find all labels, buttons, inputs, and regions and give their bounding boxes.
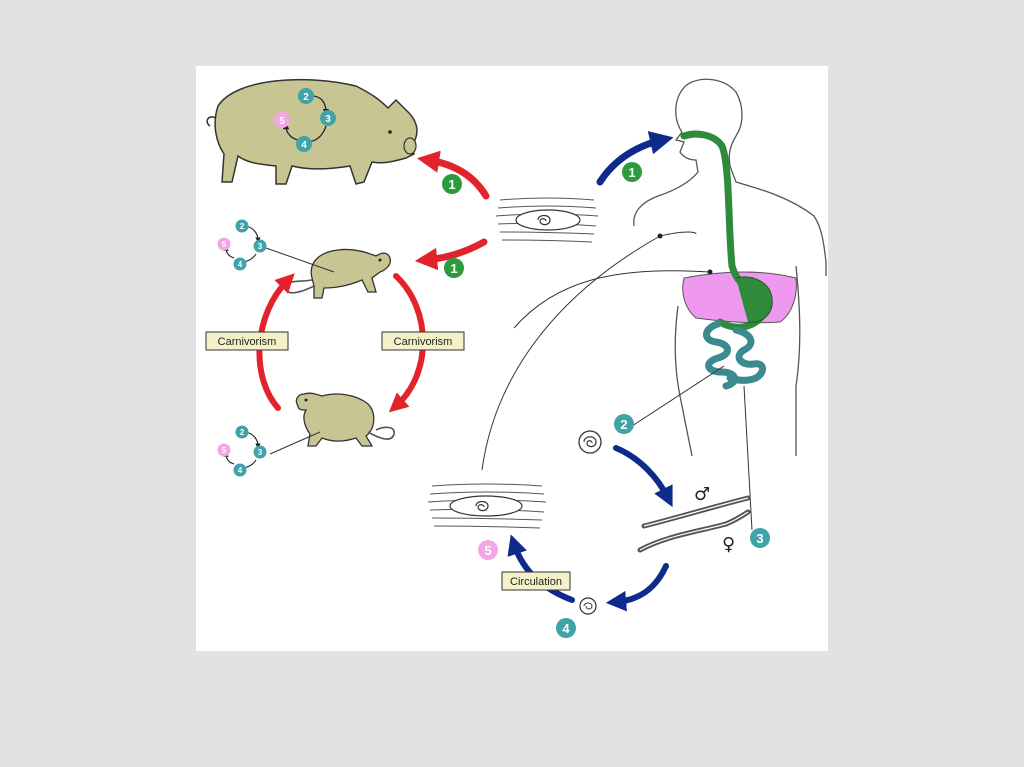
adult-worms-detail <box>639 497 749 551</box>
trichinella-life-cycle-diagram: 2 3 4 5 2 3 4 5 <box>205 78 827 638</box>
stage-badge-1-pig: 1 <box>442 174 462 194</box>
svg-text:2: 2 <box>240 222 245 231</box>
rat-host-top: 2 3 4 5 <box>217 219 392 299</box>
arrow-to-human <box>596 131 674 186</box>
svg-text:4: 4 <box>301 140 307 151</box>
human-torso-right <box>795 265 801 456</box>
human-head-right <box>675 78 827 276</box>
mini-stage-5: 5 <box>274 112 290 128</box>
arrow-3-to-4 <box>605 563 669 612</box>
pig-snout <box>403 137 417 155</box>
svg-text:3: 3 <box>325 114 331 125</box>
small-intestine <box>703 320 766 390</box>
svg-text:2: 2 <box>303 92 309 103</box>
svg-text:3: 3 <box>756 531 763 546</box>
svg-text:1: 1 <box>450 261 457 276</box>
svg-text:Carnivorism: Carnivorism <box>218 336 277 348</box>
rat-top-mini-cycle: 2 3 4 5 <box>217 219 267 271</box>
svg-text:2: 2 <box>620 417 627 432</box>
human-face-left <box>633 131 699 227</box>
encysted-larva-muscle-top <box>495 197 599 243</box>
stage-badge-1-rat: 1 <box>444 258 464 278</box>
arrow-to-rat <box>414 238 488 271</box>
rat-tail-bottom <box>367 426 395 440</box>
svg-text:4: 4 <box>238 260 243 269</box>
pig-host: 2 3 4 5 <box>206 78 418 185</box>
stage-badge-2: 2 <box>614 414 634 434</box>
arrow-2-to-3 <box>613 445 673 508</box>
rat-body-bottom <box>295 392 375 447</box>
newborn-larva-stage-4 <box>579 597 597 615</box>
stage-badge-3: 3 <box>750 528 770 548</box>
svg-text:1: 1 <box>448 177 455 192</box>
svg-text:3: 3 <box>258 448 263 457</box>
rat-host-bottom: 2 3 4 5 <box>217 392 395 477</box>
svg-text:5: 5 <box>484 543 491 558</box>
rat-body-top <box>310 248 392 299</box>
mini-stage-3: 3 <box>320 110 336 126</box>
pointer-lines <box>481 231 753 531</box>
stage-badge-1-human: 1 <box>622 162 642 182</box>
svg-text:Circulation: Circulation <box>510 576 562 588</box>
female-symbol: ♀ <box>722 534 735 555</box>
svg-text:1: 1 <box>628 165 635 180</box>
encysted-larva-muscle-bottom <box>427 483 547 529</box>
larva-stage-2 <box>578 430 602 454</box>
mini-stage-2: 2 <box>298 88 314 104</box>
pig-tail <box>206 116 217 127</box>
carnivorism-label-right: Carnivorism <box>381 331 465 351</box>
svg-text:2: 2 <box>240 428 245 437</box>
pig-body <box>214 78 418 185</box>
circulation-label: Circulation <box>501 571 571 591</box>
male-symbol: ♂ <box>694 484 710 505</box>
svg-text:5: 5 <box>279 116 285 127</box>
pig-eye <box>388 130 392 134</box>
svg-text:4: 4 <box>238 466 243 475</box>
arrow-to-pig <box>416 150 490 200</box>
carnivorism-label-left: Carnivorism <box>205 331 289 351</box>
pig-mini-cycle: 2 3 4 5 <box>274 88 336 152</box>
human-torso-left <box>674 305 693 457</box>
stage-badge-5: 5 <box>478 540 498 560</box>
svg-text:3: 3 <box>258 242 263 251</box>
slide: 2 3 4 5 2 3 4 5 <box>196 66 828 651</box>
svg-text:5: 5 <box>222 446 227 455</box>
stage-badge-4: 4 <box>556 618 576 638</box>
rat-bottom-mini-cycle: 2 3 4 5 <box>217 425 267 477</box>
mini-stage-4: 4 <box>296 136 312 152</box>
digestive-tract <box>680 130 773 331</box>
svg-text:5: 5 <box>222 240 227 249</box>
svg-text:Carnivorism: Carnivorism <box>394 336 453 348</box>
svg-text:4: 4 <box>562 621 570 636</box>
